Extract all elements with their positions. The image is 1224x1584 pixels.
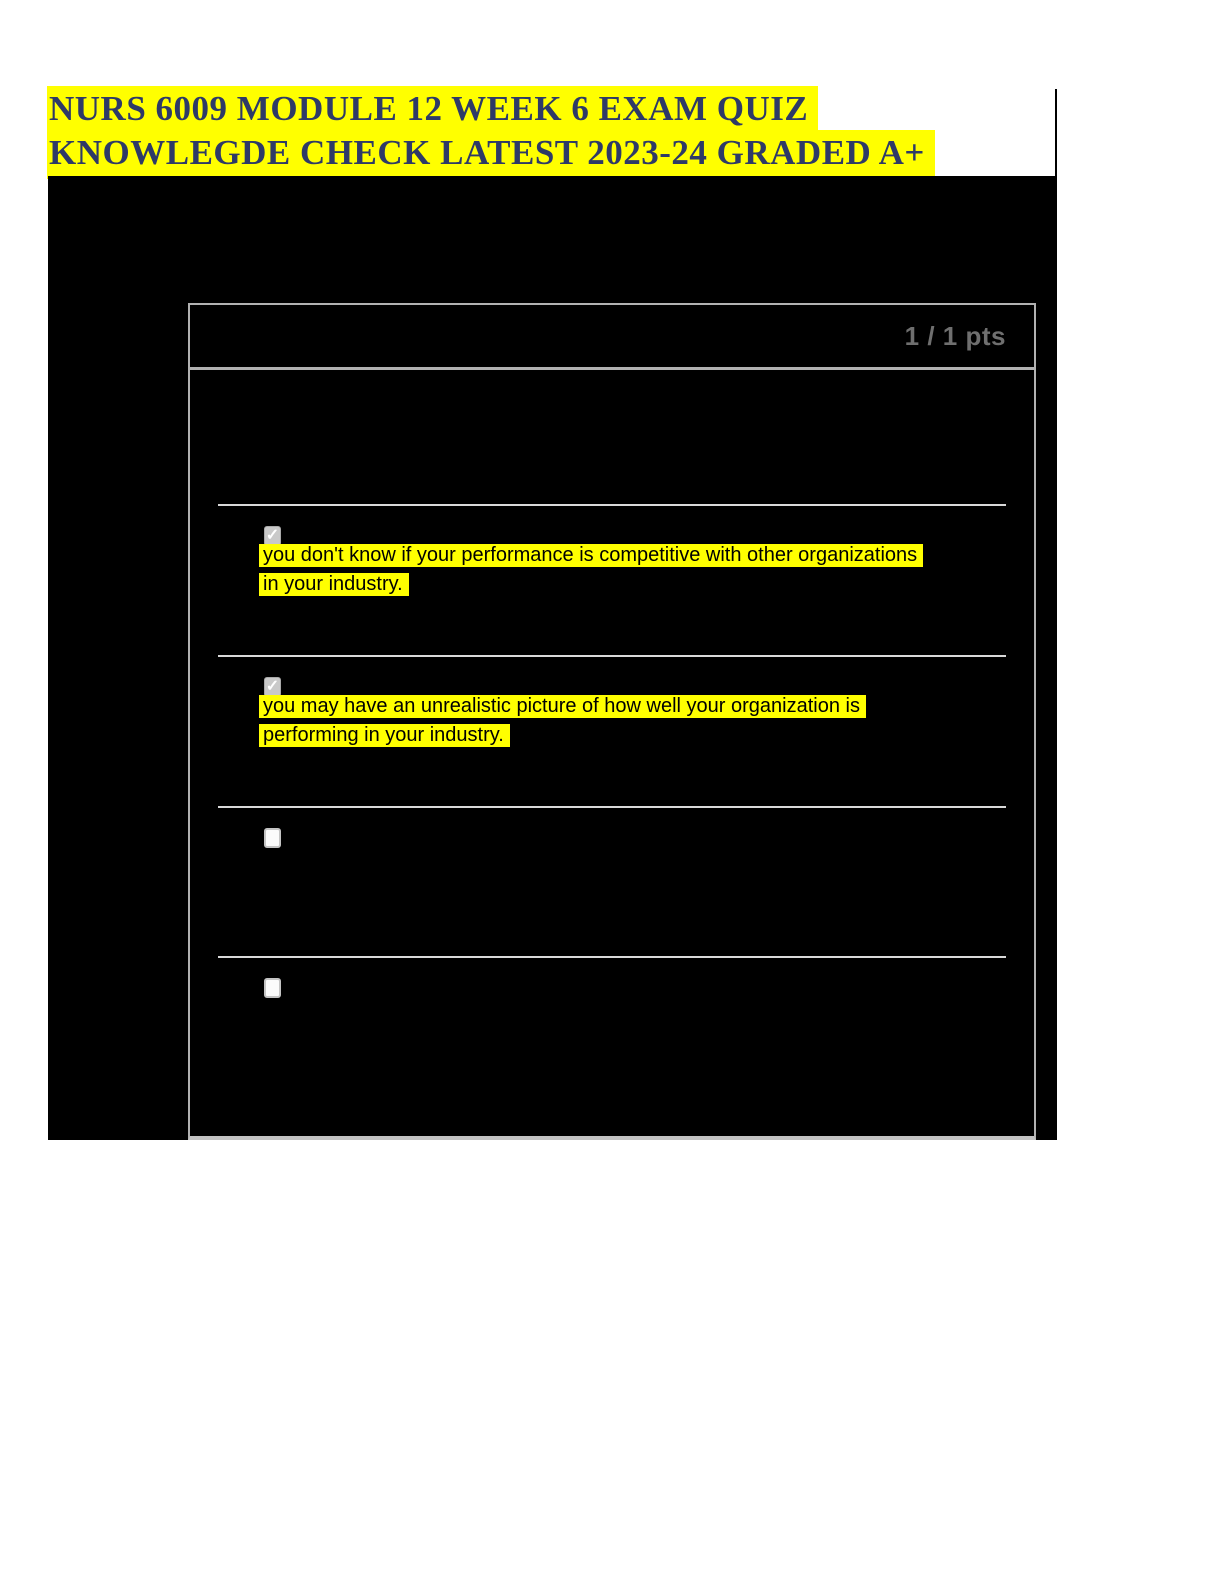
answer-divider: [218, 806, 1006, 808]
answer-checkbox-2[interactable]: ✓: [264, 677, 281, 697]
answer-checkbox-4[interactable]: ✓: [264, 978, 281, 998]
answer-checkbox-1[interactable]: ✓: [264, 526, 281, 546]
checkmark-icon: ✓: [265, 678, 280, 695]
question-text-area: [190, 373, 1034, 504]
answer-checkbox-3[interactable]: ✓: [264, 828, 281, 848]
answer-option-4: ✓: [190, 956, 1034, 1107]
question-panel: 1 / 1 pts ✓ you don't know if your perfo…: [188, 303, 1036, 1140]
document-title-row-2: KNOWLEGDE CHECK LATEST 2023-24 GRADED A+: [47, 130, 935, 179]
document-title-line-2: KNOWLEGDE CHECK LATEST 2023-24 GRADED A+: [47, 130, 935, 179]
page-edge-line: [1055, 89, 1057, 176]
question-header: 1 / 1 pts: [190, 305, 1034, 370]
answer-text-line: in your industry.: [259, 573, 409, 596]
answer-option-1: ✓ you don't know if your performance is …: [190, 504, 1034, 655]
answer-option-2: ✓ you may have an unrealistic picture of…: [190, 655, 1034, 806]
answer-text-1: you don't know if your performance is co…: [259, 544, 924, 602]
document-title-row-1: NURS 6009 MODULE 12 WEEK 6 EXAM QUIZ: [47, 86, 935, 135]
answer-divider: [218, 504, 1006, 506]
answer-text-2: you may have an unrealistic picture of h…: [259, 695, 866, 753]
answer-text-line: you don't know if your performance is co…: [259, 544, 924, 567]
checkmark-icon: ✓: [265, 527, 280, 544]
question-points: 1 / 1 pts: [904, 320, 1006, 351]
answer-option-3: ✓: [190, 806, 1034, 957]
answer-divider: [218, 956, 1006, 958]
document-title-line-1: NURS 6009 MODULE 12 WEEK 6 EXAM QUIZ: [47, 86, 819, 135]
document-title: NURS 6009 MODULE 12 WEEK 6 EXAM QUIZ KNO…: [47, 86, 935, 179]
quiz-screenshot-region: 1 / 1 pts ✓ you don't know if your perfo…: [48, 176, 1057, 1140]
answer-divider: [218, 655, 1006, 657]
answer-text-line: you may have an unrealistic picture of h…: [259, 695, 866, 718]
answer-text-line: performing in your industry.: [259, 724, 510, 747]
